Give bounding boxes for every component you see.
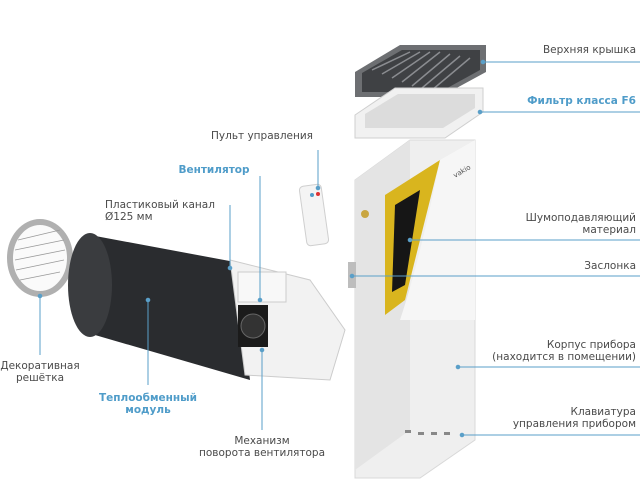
duct-shape xyxy=(68,233,346,381)
grille-shape xyxy=(7,219,73,297)
label-text: Декоративная xyxy=(0,360,80,372)
label-filter: Фильтр класса F6 xyxy=(527,95,636,107)
label-text: решётка xyxy=(15,372,65,384)
label-text: Механизм xyxy=(234,435,290,447)
label-text: Вентилятор xyxy=(178,164,250,176)
device-body-shape xyxy=(348,139,476,479)
top-cover-shape xyxy=(355,45,486,97)
label-text: материал xyxy=(582,224,636,236)
label-text: Клавиатура xyxy=(570,406,636,418)
label-fan: Вентилятор xyxy=(178,164,249,176)
label-text: Корпус прибора xyxy=(546,339,636,351)
label-text: модуль xyxy=(125,404,171,416)
label-text: поворота вентилятора xyxy=(199,447,325,459)
label-text: Фильтр класса F6 xyxy=(527,95,636,107)
label-text: Шумоподавляющий xyxy=(525,212,636,224)
label-text: Теплообменный xyxy=(98,392,198,404)
label-text: управления прибором xyxy=(512,418,636,430)
label-text: Верхняя крышка xyxy=(542,44,636,56)
label-top-cover: Верхняя крышка xyxy=(543,44,636,56)
label-damper: Заслонка xyxy=(584,260,636,272)
label-text: Пластиковый канал xyxy=(105,199,215,211)
label-text: Заслонка xyxy=(584,260,636,272)
remote-shape xyxy=(298,183,330,247)
label-remote: Пульт управления xyxy=(211,130,313,142)
label-text: Пульт управления xyxy=(210,130,314,142)
label-text: (находится в помещении) xyxy=(492,351,636,363)
label-text: Ø125 мм xyxy=(105,211,153,223)
leader-lines xyxy=(37,59,640,438)
label-body: Корпус прибора(находится в помещении) xyxy=(492,339,636,363)
